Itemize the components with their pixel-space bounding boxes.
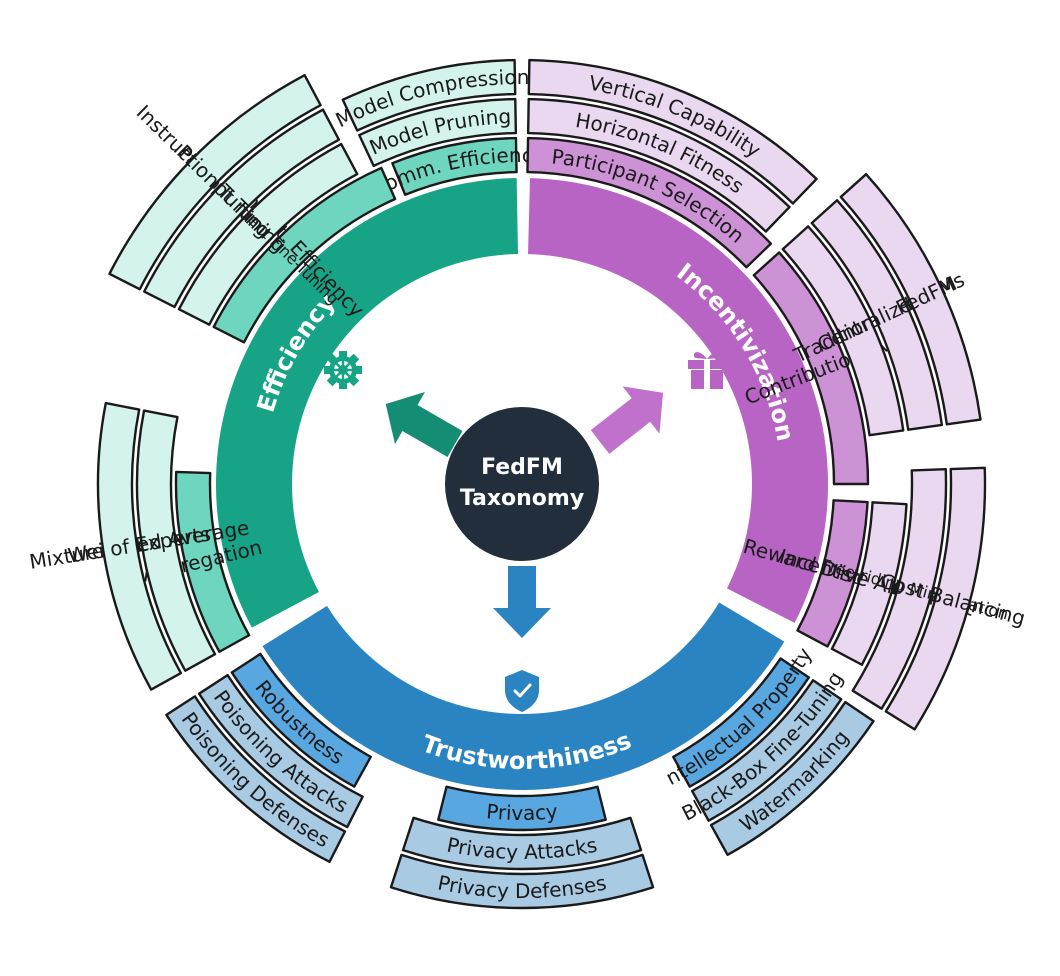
efficiency-arc <box>216 178 518 628</box>
center-subtitle: Taxonomy <box>460 486 584 511</box>
item-black-box-fine-tuning-segment <box>690 679 843 822</box>
subcategory-comput-efficiency-segment <box>212 166 397 344</box>
item-privacy-defenses-segment <box>389 853 655 910</box>
subcategory-privacy-segment <box>437 785 607 832</box>
item-fedfm-segment <box>839 172 982 426</box>
item-traditional-fl-segment <box>781 225 905 437</box>
subcategory-privacy-label: Privacy <box>485 799 558 825</box>
item-poisoning-defenses-segment <box>165 695 347 863</box>
item-incentive-alignment-segment <box>830 501 908 666</box>
item-watermarking-segment <box>709 700 875 857</box>
item-privacy-attacks-segment <box>401 816 643 871</box>
subcategory-participant-selection-segment <box>526 136 773 269</box>
incentivization-arrow <box>590 386 664 454</box>
center-title: FedFM <box>481 455 563 480</box>
subcategory-comm-efficiency-segment <box>391 136 518 196</box>
subcategory-intellectual-property-segment <box>672 657 811 788</box>
item-weighted-average-segment <box>135 409 217 672</box>
item-horizontal-fitness-segment <box>526 97 791 233</box>
item-param-efficient-fine-tuning-segment <box>177 142 359 326</box>
item-cost-balancing-segment <box>884 466 987 731</box>
gear-icon <box>324 351 362 389</box>
item-mixture-of-experts-segment <box>96 401 183 691</box>
item-model-pruning-segment <box>358 97 518 168</box>
item-model-compression-segment <box>341 58 517 132</box>
item-prompt-tuning-segment <box>143 108 341 309</box>
trustworthiness-arc <box>262 602 785 790</box>
center-node <box>445 407 599 561</box>
subcategory-contribution-eval-segment <box>752 251 870 486</box>
item-free-riding-minimization-segment <box>851 468 948 710</box>
item-poisoning-attacks-segment <box>197 673 364 829</box>
gift-icon <box>688 352 726 389</box>
subcategory-robustness-segment <box>230 652 372 788</box>
subcategory-reward-distribution-segment <box>796 499 869 648</box>
subcategory-aggregation-segment <box>174 470 251 653</box>
item-centralized-fms-segment <box>810 199 944 431</box>
incentivization-arc <box>528 178 829 623</box>
item-instruction-tuning-segment <box>108 74 322 291</box>
efficiency-arrow <box>385 392 463 457</box>
item-vertical-capability-segment <box>527 58 818 205</box>
shield-check-icon <box>505 670 539 712</box>
trustworthiness-arrow <box>493 566 551 638</box>
